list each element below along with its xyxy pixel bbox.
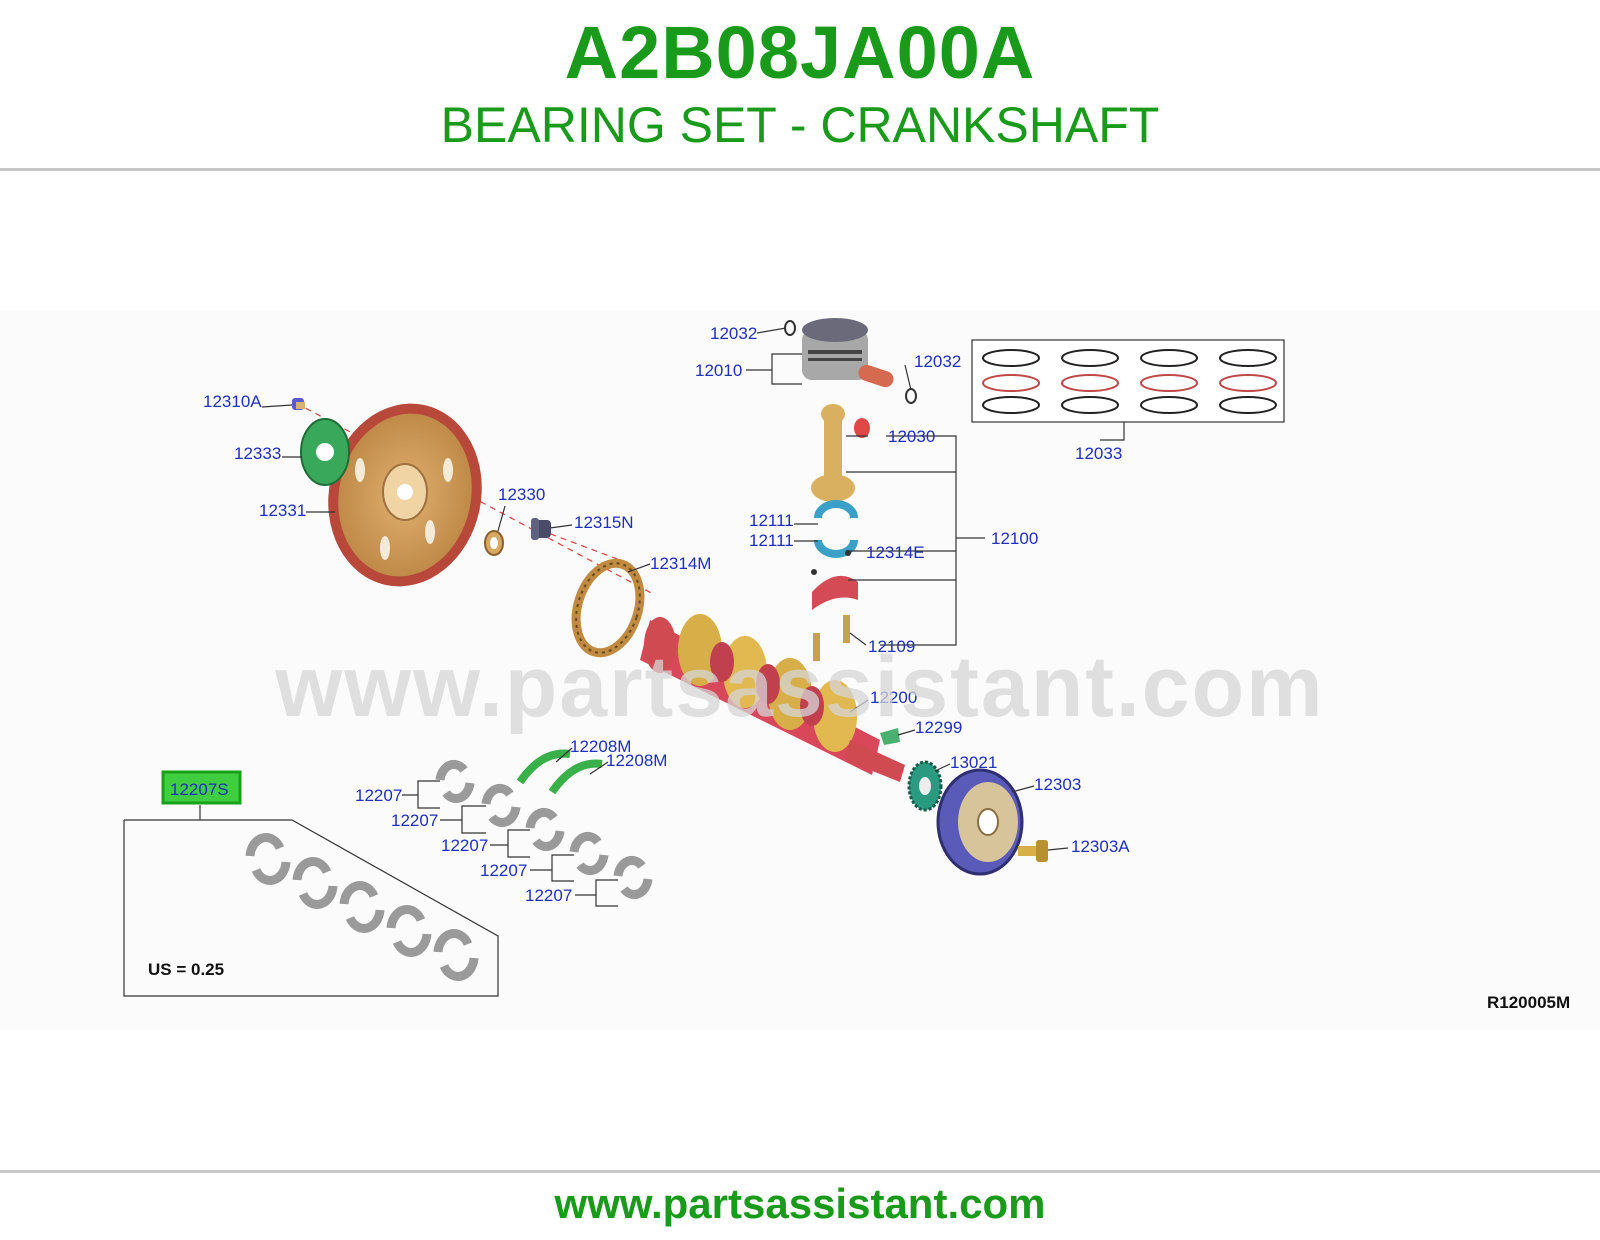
part-title: BEARING SET - CRANKSHAFT (440, 97, 1160, 153)
callout-12100[interactable]: 12100 (991, 529, 1038, 548)
bearing-12330[interactable] (484, 530, 504, 556)
pulley-12303[interactable] (936, 768, 1024, 876)
callout-12030[interactable]: 12030 (888, 427, 935, 446)
callout-12331[interactable]: 12331 (259, 501, 306, 520)
key-12299[interactable] (880, 728, 900, 745)
assembly-axis-line (539, 529, 621, 561)
callout-12207[interactable]: 12207 (480, 861, 527, 880)
sprocket-13021[interactable] (907, 760, 943, 812)
callout-12207[interactable]: 12207 (525, 886, 572, 905)
watermark: www.partsassistant.com (275, 639, 1325, 735)
callout-12310A[interactable]: 12310A (203, 392, 262, 411)
pin-12314E[interactable] (811, 569, 817, 575)
snap-ring-12032[interactable] (905, 388, 917, 404)
callout-12315N[interactable]: 12315N (574, 513, 634, 532)
plate-12333[interactable] (300, 418, 350, 486)
part-number: A2B08JA00A (564, 11, 1036, 94)
plug-12315N[interactable] (531, 518, 551, 540)
callout-12299[interactable]: 12299 (915, 718, 962, 737)
callout-12111[interactable]: 12111 (749, 511, 794, 530)
bolt-12109[interactable] (813, 633, 820, 661)
inset-note: US = 0.25 (148, 960, 224, 979)
callout-12333[interactable]: 12333 (234, 444, 281, 463)
piston-12010[interactable] (802, 318, 868, 380)
connecting-rod-12030[interactable] (811, 404, 870, 502)
header-divider (0, 168, 1600, 171)
bolt-12109[interactable] (843, 615, 850, 643)
reluctor-ring-12314M[interactable] (565, 555, 650, 661)
callout-12200[interactable]: 12200 (870, 688, 917, 707)
highlighted-part-box[interactable] (161, 770, 242, 805)
callout-12207[interactable]: 12207 (355, 786, 402, 805)
callout-12208M[interactable]: 12208M (606, 751, 667, 770)
bolt-12310A[interactable] (292, 398, 305, 410)
highlighted-part-label[interactable]: 12207S (170, 780, 229, 799)
callout-12208M[interactable]: 12208M (570, 737, 631, 756)
piston-pin[interactable] (856, 363, 895, 389)
flywheel-12331[interactable] (312, 389, 499, 601)
callout-12032[interactable]: 12032 (914, 352, 961, 371)
callout-12303A[interactable]: 12303A (1071, 837, 1130, 856)
callout-12314E[interactable]: 12314E (866, 543, 925, 562)
crankshaft-12200[interactable] (640, 614, 905, 782)
callout-12111[interactable]: 12111 (749, 531, 794, 550)
bolt-12303A[interactable] (1018, 840, 1048, 862)
callout-12109[interactable]: 12109 (868, 637, 915, 656)
callout-12032[interactable]: 12032 (710, 324, 757, 343)
callout-12303[interactable]: 12303 (1034, 775, 1081, 794)
callout-12314M[interactable]: 12314M (650, 554, 711, 573)
snap-ring-12032[interactable] (784, 320, 796, 336)
reference-code: R120005M (1487, 993, 1570, 1012)
footer-divider (0, 1170, 1600, 1173)
callout-12207[interactable]: 12207 (441, 836, 488, 855)
callout-12010[interactable]: 12010 (695, 361, 742, 380)
callout-12207[interactable]: 12207 (391, 811, 438, 830)
thrust-washer-12208M[interactable] (548, 759, 603, 795)
page-header: A2B08JA00A BEARING SET - CRANKSHAFT (0, 0, 1600, 170)
leader-lines (123, 327, 1125, 997)
rod-cap[interactable] (812, 575, 858, 610)
callout-12330[interactable]: 12330 (498, 485, 545, 504)
main-bearings-12207[interactable] (435, 759, 653, 900)
piston-ring-set-12033[interactable] (971, 339, 1285, 423)
callout-13021[interactable]: 13021 (950, 753, 997, 772)
bearing-set-inset (245, 833, 479, 981)
rod-bearing-12111[interactable] (814, 500, 858, 558)
callout-12033[interactable]: 12033 (1075, 444, 1122, 463)
footer-url[interactable]: www.partsassistant.com (554, 1180, 1046, 1227)
